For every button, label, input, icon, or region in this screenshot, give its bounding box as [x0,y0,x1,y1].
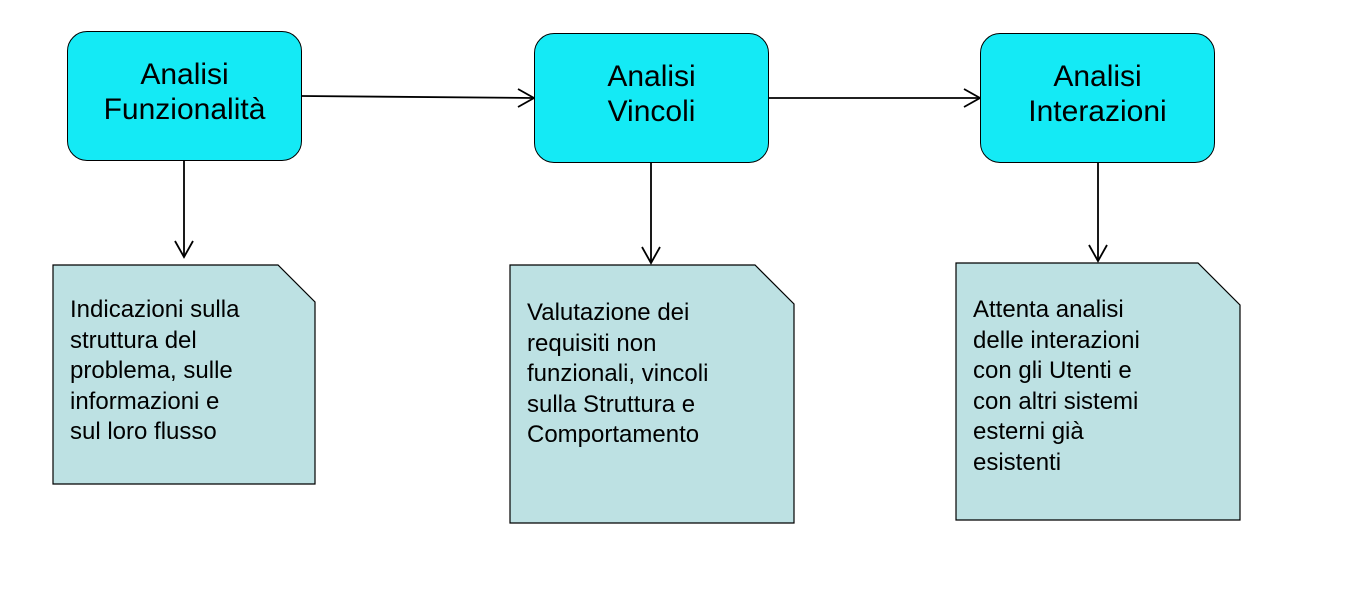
step-analisi-vincoli: Analisi Vincoli [534,33,769,163]
note-line: Valutazione dei [527,299,690,326]
step-label-line1: Analisi [607,60,696,93]
step-label-line2: Interazioni [1028,95,1167,128]
note-shape [52,264,316,485]
note-text: Attenta analisi delle interazioni con gl… [973,295,1140,478]
note-line: delle interazioni [973,326,1140,354]
arrowhead-step1-to-note1 [174,240,194,259]
note-text: Indicazioni sulla struttura del problema… [70,295,239,448]
arrowhead-step3-to-note3 [1088,244,1108,263]
note-vincoli: Valutazione dei requisiti non funzionali… [509,264,796,525]
note-text: Valutazione dei requisiti non funzionali… [527,298,708,451]
step-label-line1: Analisi [1053,60,1142,93]
note-line: funzionali, vincoli [527,360,709,387]
note-line: Indicazioni sulla [70,296,240,323]
step-analisi-interazioni: Analisi Interazioni [980,33,1215,163]
arrow-step1-to-step2 [301,95,535,99]
note-line: esistenti [973,448,1062,476]
note-line: con gli Utenti e [973,357,1132,384]
arrowhead-step2-to-note2 [641,246,661,265]
note-line: sulla Struttura e [527,390,696,418]
step-analisi-funzionalita: Analisi Funzionalità [67,31,302,161]
note-funzionalita: Indicazioni sulla struttura del problema… [52,264,317,486]
note-line: Comportamento [527,421,700,448]
note-line: esterni già [973,418,1084,445]
step-label-line1: Analisi [140,58,229,91]
note-line: requisiti non [527,329,657,357]
note-line: con altri sistemi [973,387,1139,415]
note-shape [509,264,795,524]
note-line: informazioni e [70,387,220,415]
note-line: sul loro flusso [70,418,217,445]
step-label-line2: Vincoli [607,95,696,128]
note-interazioni: Attenta analisi delle interazioni con gl… [955,262,1242,522]
step-label-line2: Funzionalità [103,93,266,126]
note-shape [955,262,1241,521]
note-line: problema, sulle [70,357,233,384]
note-line: struttura del [70,326,197,354]
note-line: Attenta analisi [973,296,1124,323]
